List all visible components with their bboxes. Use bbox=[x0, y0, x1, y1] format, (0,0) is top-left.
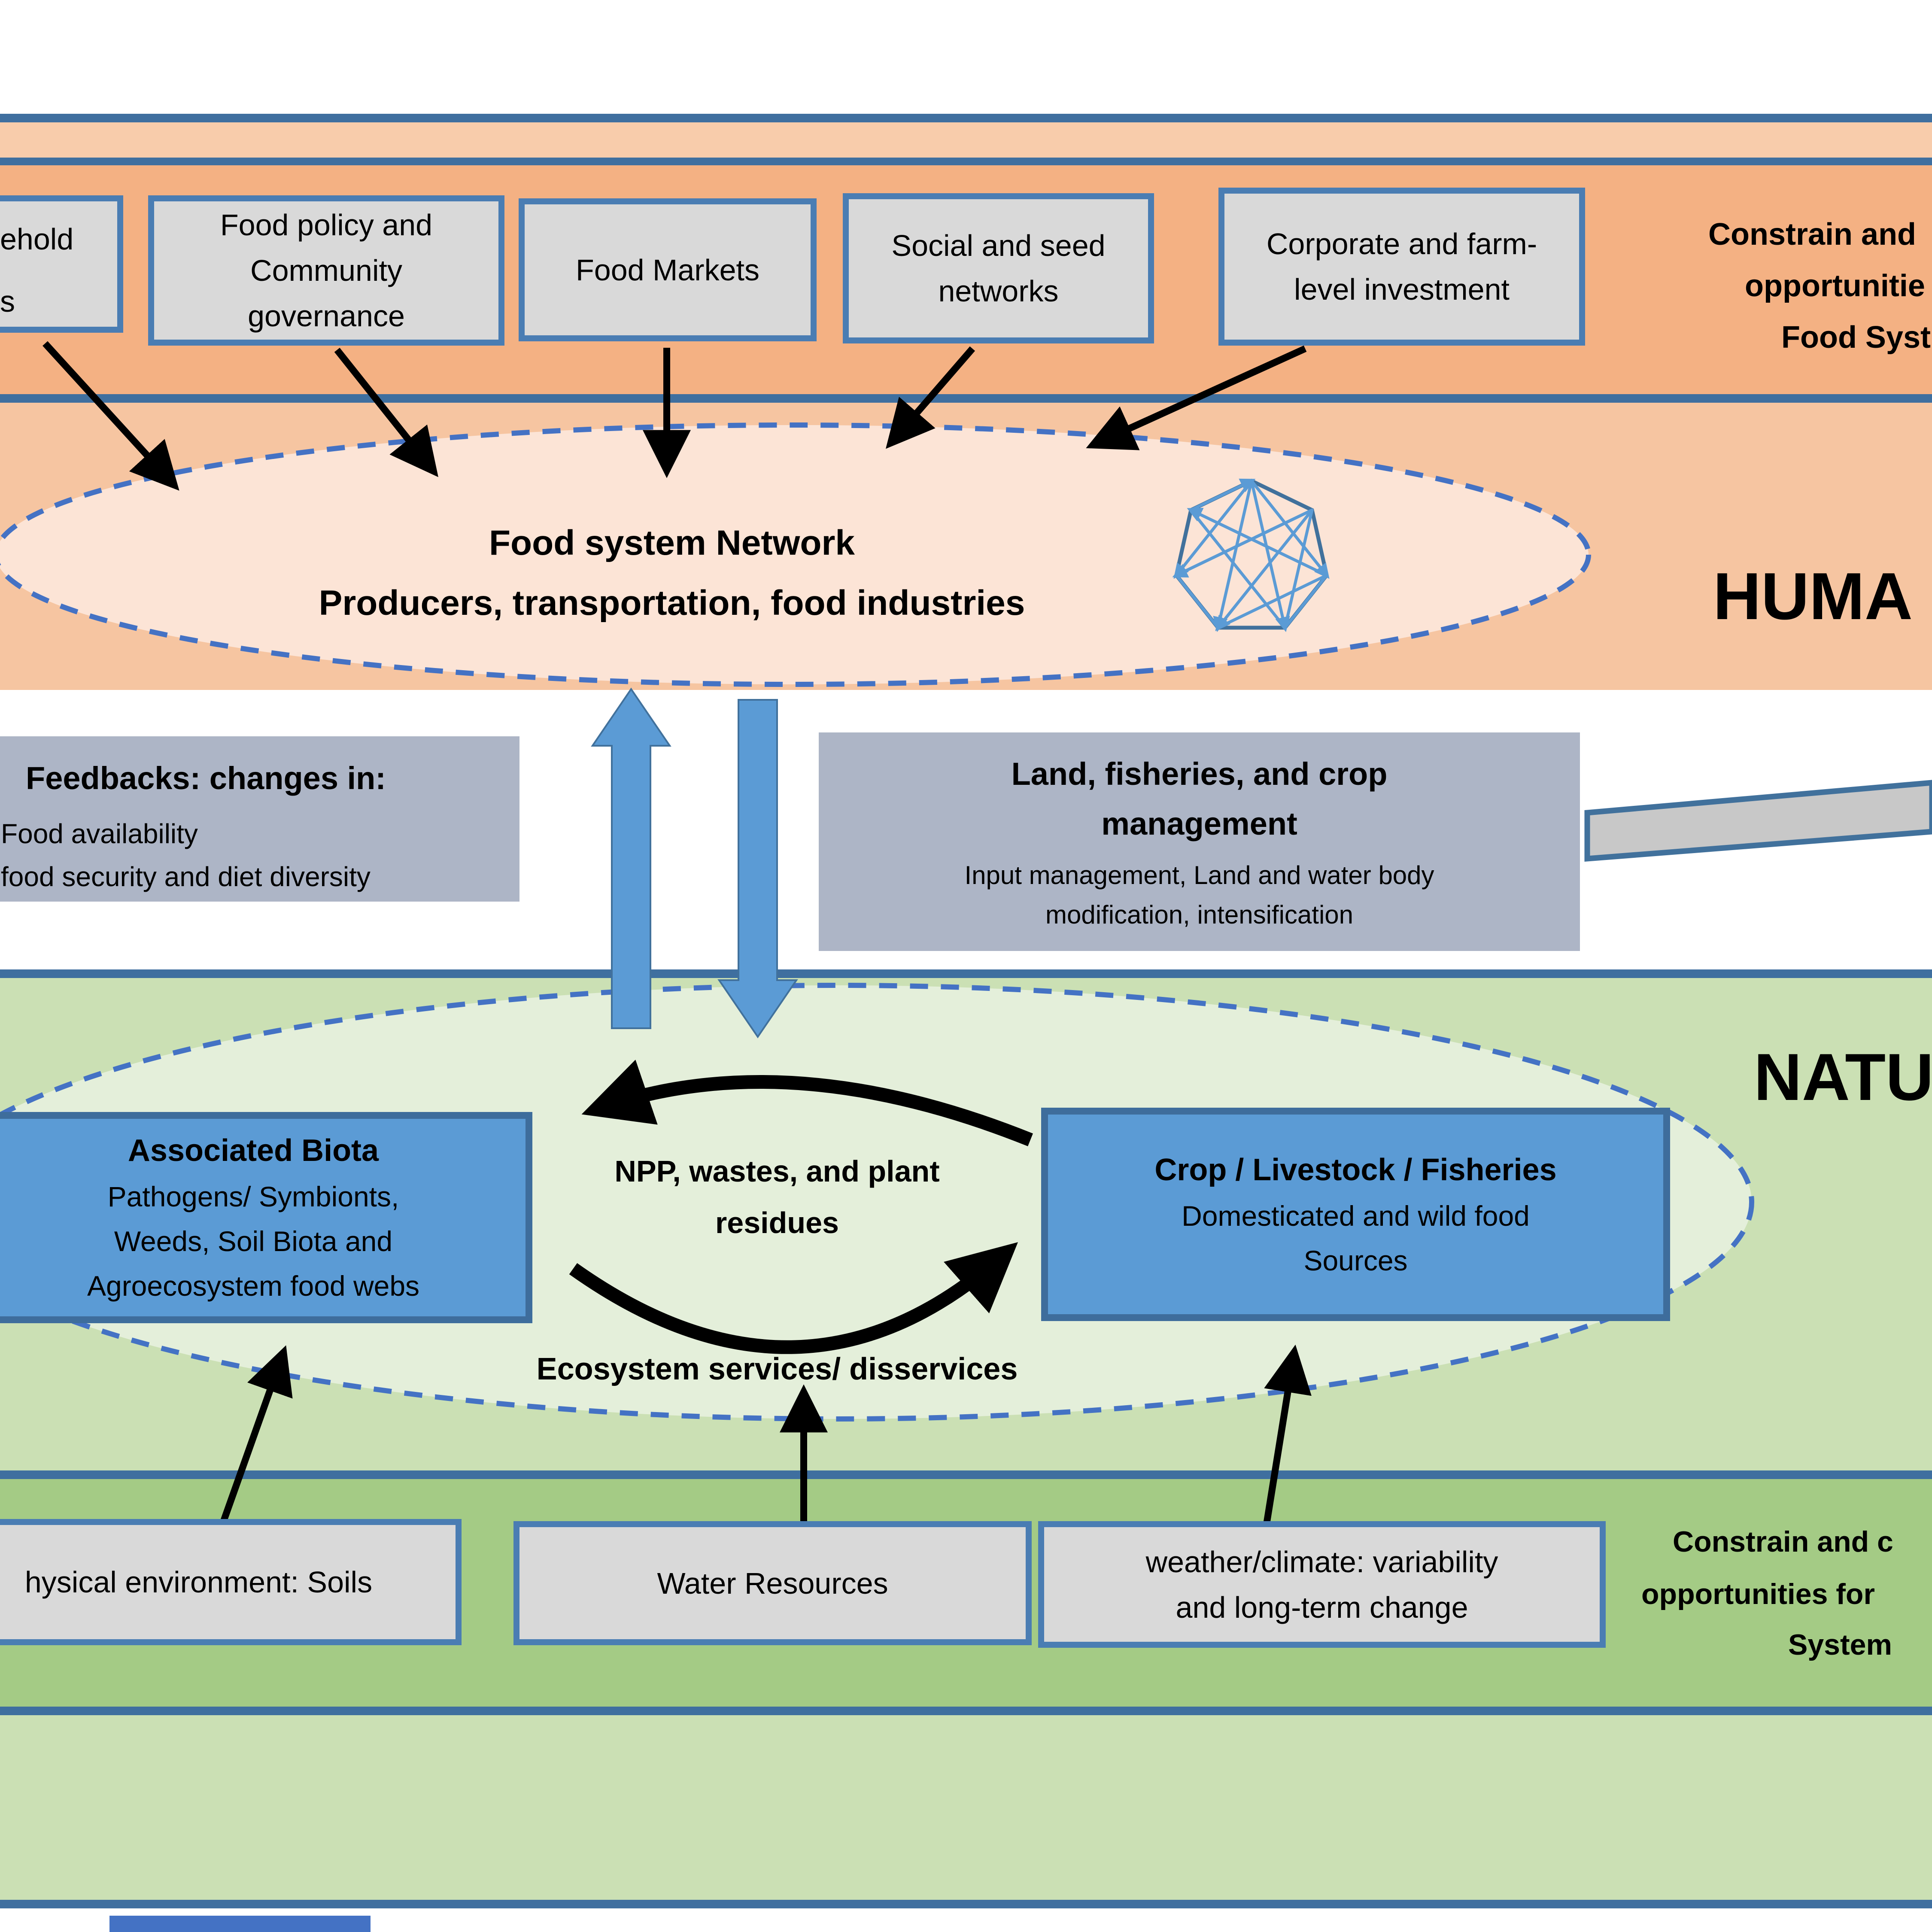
box-social-seed-line: Social and seed bbox=[891, 229, 1106, 262]
green-band-lower bbox=[0, 1715, 1932, 1900]
feedbacks-line: Food availability bbox=[1, 818, 198, 849]
bottom-right-note-line: opportunities for bbox=[1641, 1578, 1875, 1610]
divider-line bbox=[0, 1470, 1932, 1479]
clipped-blue-box bbox=[109, 1916, 371, 1932]
cycle-arrow-top bbox=[581, 1060, 1033, 1146]
management-title-line: Land, fisheries, and crop bbox=[1011, 756, 1388, 792]
gray-connector-bar bbox=[1584, 780, 1932, 862]
food-network-subtitle: Producers, transportation, food industri… bbox=[319, 583, 1025, 623]
blue-up-arrow bbox=[591, 687, 671, 1029]
bottom-right-note-line: System bbox=[1788, 1628, 1892, 1661]
associated-biota-title: Associated Biota bbox=[128, 1133, 379, 1168]
food-network-title: Food system Network bbox=[489, 523, 855, 562]
crop-livestock-line: Domesticated and wild food bbox=[1182, 1200, 1530, 1232]
top-right-note-line: Food Syst bbox=[1781, 320, 1931, 355]
light-orange-band bbox=[0, 122, 1932, 158]
associated-biota-line: Agroecosystem food webs bbox=[87, 1270, 420, 1302]
management-title-line: management bbox=[1101, 805, 1297, 841]
box-water-resources: Water Resources bbox=[513, 1521, 1032, 1645]
management-box: Land, fisheries, and crop management Inp… bbox=[819, 732, 1580, 951]
crop-livestock-title: Crop / Livestock / Fisheries bbox=[1154, 1152, 1557, 1187]
arrow-weather-up bbox=[1263, 1344, 1312, 1525]
feedbacks-line: food security and diet diversity bbox=[1, 861, 371, 892]
cycle-arrow-bottom bbox=[569, 1242, 1018, 1354]
arrow-household-to-network bbox=[43, 341, 179, 491]
divider-line bbox=[0, 158, 1932, 165]
cycle-top-label-line: residues bbox=[715, 1206, 839, 1239]
box-food-policy-line: Food policy and bbox=[220, 208, 433, 242]
divider-line bbox=[0, 1900, 1932, 1908]
box-food-policy-line: Community bbox=[250, 254, 402, 287]
natural-zone-label: NATU bbox=[1754, 1040, 1932, 1114]
food-network-title-block: Food system Network Producers, transport… bbox=[157, 513, 1187, 633]
box-food-policy: Food policy and Community governance bbox=[148, 195, 504, 346]
cycle-top-label-line: NPP, wastes, and plant bbox=[614, 1154, 940, 1188]
box-household-label2: s bbox=[0, 285, 15, 318]
divider-line bbox=[0, 969, 1932, 978]
box-social-seed: Social and seed networks bbox=[843, 193, 1154, 343]
crop-livestock-box: Crop / Livestock / Fisheries Domesticate… bbox=[1041, 1108, 1670, 1321]
box-household: ehold s bbox=[0, 195, 123, 333]
top-right-note-line: Constrain and bbox=[1708, 217, 1917, 252]
associated-biota-box: Associated Biota Pathogens/ Symbionts, W… bbox=[0, 1112, 532, 1323]
box-weather-climate: weather/climate: variability and long-te… bbox=[1038, 1521, 1606, 1648]
cycle-bottom-label: Ecosystem services/ disservices bbox=[536, 1352, 1018, 1386]
human-zone-label: HUMA bbox=[1713, 559, 1913, 633]
box-food-markets-label: Food Markets bbox=[576, 253, 759, 287]
food-network-ellipse bbox=[0, 422, 1591, 687]
associated-biota-line: Pathogens/ Symbionts, bbox=[107, 1181, 399, 1212]
management-body-line: Input management, Land and water body bbox=[964, 860, 1434, 890]
divider-line bbox=[0, 114, 1932, 122]
box-corporate-line: Corporate and farm- bbox=[1266, 227, 1537, 261]
cycle-top-label-block: NPP, wastes, and plant residues bbox=[472, 1145, 1082, 1249]
crop-livestock-line: Sources bbox=[1303, 1244, 1408, 1276]
divider-line bbox=[0, 394, 1932, 403]
feedbacks-title: Feedbacks: changes in: bbox=[26, 760, 386, 796]
box-water-resources-label: Water Resources bbox=[657, 1566, 888, 1600]
arrow-social-to-network bbox=[886, 346, 975, 449]
box-soils-label: hysical environment: Soils bbox=[24, 1565, 373, 1599]
box-weather-climate-line: and long-term change bbox=[1176, 1590, 1468, 1624]
arrow-corporate-to-network bbox=[1086, 345, 1307, 450]
box-weather-climate-line: weather/climate: variability bbox=[1145, 1545, 1498, 1579]
box-food-policy-line: governance bbox=[248, 299, 405, 333]
box-social-seed-line: networks bbox=[938, 274, 1059, 308]
blue-down-arrow bbox=[717, 699, 798, 1039]
box-corporate-line: level investment bbox=[1294, 273, 1510, 306]
management-body-line: modification, intensification bbox=[1045, 900, 1354, 929]
box-food-markets: Food Markets bbox=[519, 198, 817, 341]
arrow-policy-to-network bbox=[334, 348, 438, 477]
arrow-soils-up bbox=[220, 1345, 293, 1523]
top-right-note-line: opportunitie bbox=[1745, 269, 1925, 303]
bottom-right-note-line: Constrain and c bbox=[1673, 1525, 1893, 1558]
feedbacks-box: Feedbacks: changes in: Food availability… bbox=[0, 736, 519, 902]
associated-biota-line: Weeds, Soil Biota and bbox=[114, 1225, 393, 1257]
network-icon bbox=[1172, 478, 1330, 632]
box-household-label: ehold bbox=[0, 222, 74, 256]
divider-line bbox=[0, 1707, 1932, 1715]
box-corporate: Corporate and farm- level investment bbox=[1218, 188, 1585, 346]
box-soils: hysical environment: Soils bbox=[0, 1519, 462, 1645]
